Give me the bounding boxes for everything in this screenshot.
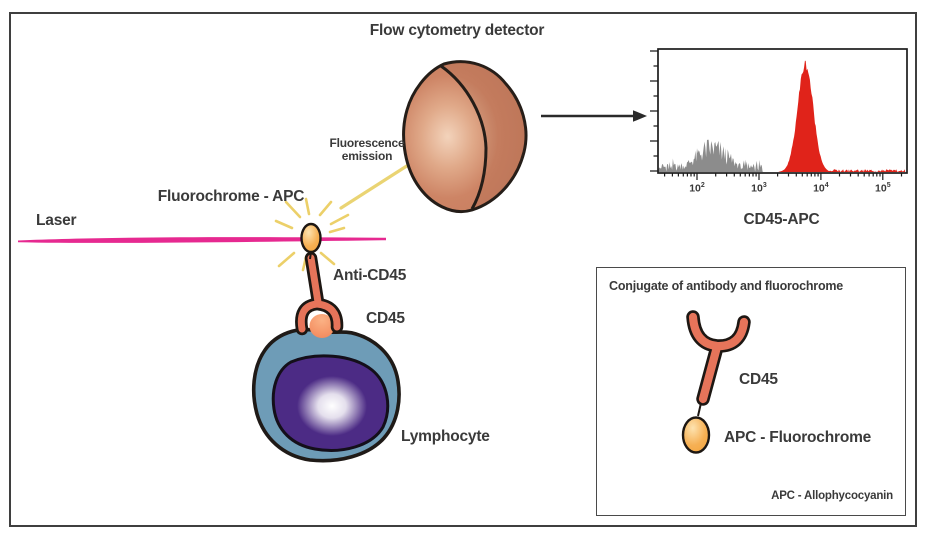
- fluorescence-line2: emission: [341, 149, 393, 163]
- laser-label: Laser: [36, 212, 77, 229]
- arrow-icon: [541, 110, 647, 122]
- antibody-anti-cd45: [297, 254, 341, 333]
- fluorochrome-apc-label: Fluorochrome - APC: [157, 188, 305, 205]
- starburst-icon: [274, 197, 350, 272]
- histogram-axis-ticks: [650, 50, 903, 180]
- cd45-label: CD45: [366, 310, 405, 327]
- x-tick-label-10e5: 105: [875, 182, 891, 195]
- conjugate-box: [596, 267, 906, 516]
- lymphocyte-label: Lymphocyte: [401, 428, 490, 445]
- conjugate-link: [697, 402, 702, 417]
- anti-cd45-label: Anti-CD45: [333, 267, 407, 284]
- fluorescence-line1: Fluorescence: [329, 136, 405, 150]
- conjugate-fluorochrome-bead: [681, 416, 711, 454]
- x-tick-label-10e4: 104: [813, 182, 829, 195]
- fluorochrome-bead: [300, 222, 322, 254]
- nucleus-highlight: [297, 376, 367, 436]
- detector-dome: [402, 60, 528, 213]
- laser-beam: [18, 237, 386, 243]
- x-tick-label-10e3: 103: [751, 182, 767, 195]
- diagram-border: [9, 12, 917, 527]
- conjugate-antibody: [688, 312, 749, 404]
- histogram-frame: [657, 48, 908, 174]
- conjugate-apc-fluorochrome-label: APC - Fluorochrome: [724, 429, 872, 446]
- histogram-plot: [650, 48, 908, 180]
- conjugate-cd45-label: CD45: [739, 371, 778, 388]
- fluorescence-emission-label: Fluorescence emission: [307, 137, 427, 163]
- conjugate-box-title: Conjugate of antibody and fluorochrome: [609, 279, 844, 293]
- cd45-receptor: [309, 314, 335, 338]
- histogram-series-unstained-negative-population: [658, 139, 907, 172]
- conjugate-antibody-outline: [686, 310, 751, 406]
- histogram-x-axis-title: CD45-APC: [743, 211, 820, 228]
- x-tick-label-10e2: 102: [689, 182, 705, 195]
- conjugate-footnote: APC - Allophycocyanin: [771, 490, 893, 502]
- detector-title: Flow cytometry detector: [369, 22, 545, 39]
